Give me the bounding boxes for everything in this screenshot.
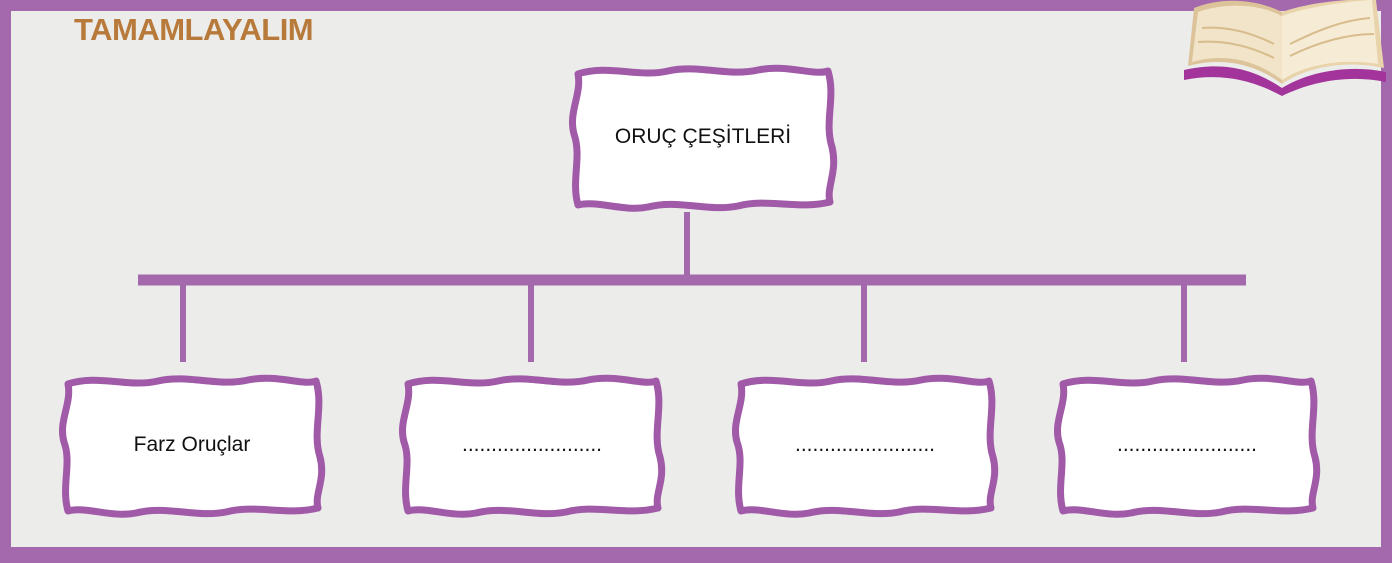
child-node-label: ........................ <box>1116 433 1258 456</box>
wavy-frame <box>399 374 666 518</box>
wavy-frame <box>569 64 838 212</box>
wavy-frame <box>59 374 326 518</box>
child-node-label: ........................ <box>794 433 936 456</box>
worksheet-title: TAMAMLAYALIM <box>74 12 314 47</box>
child-node-1[interactable]: Farz Oruçlar <box>58 372 326 518</box>
child-node-label: ........................ <box>461 433 603 456</box>
wavy-frame <box>732 374 999 518</box>
child-node-3[interactable]: ........................ <box>731 372 999 518</box>
child-node-2[interactable]: ........................ <box>398 372 666 518</box>
wavy-frame <box>1054 374 1321 518</box>
root-node: ORUÇ ÇEŞİTLERİ <box>568 62 838 212</box>
child-node-label: Farz Oruçlar <box>133 433 251 456</box>
root-node-label: ORUÇ ÇEŞİTLERİ <box>614 125 792 148</box>
open-book-icon <box>1178 0 1392 101</box>
child-node-4[interactable]: ........................ <box>1053 372 1321 518</box>
